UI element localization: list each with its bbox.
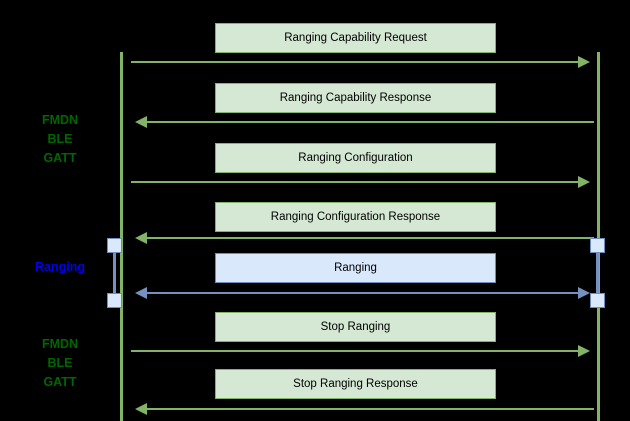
message-box-ranging-configuration: Ranging Configuration: [215, 143, 496, 173]
activation-box-left-start: [107, 238, 122, 253]
arrow-head-right-ranging-configuration: [578, 176, 590, 188]
activation-box-right-start: [590, 238, 605, 253]
arrow-head-left-ranging: [135, 287, 147, 299]
activation-box-left-end: [107, 293, 122, 308]
activation-bar-right: [596, 243, 599, 299]
arrow-line-ranging-configuration: [131, 181, 578, 183]
message-box-ranging-capability-request: Ranging Capability Request: [215, 23, 496, 53]
actor-label-fmdn-ble-gatt-bottom: FMDN BLE GATT: [41, 337, 79, 389]
actor-label-fmdn-ble-gatt-top: FMDN BLE GATT: [41, 113, 79, 165]
actor-label-ranging: Ranging: [35, 260, 85, 274]
message-box-ranging-capability-response: Ranging Capability Response: [215, 83, 496, 113]
arrow-line-ranging-capability-response: [147, 121, 594, 123]
arrow-head-left-ranging-configuration-response: [135, 232, 147, 244]
arrow-head-left-stop-ranging-response: [135, 403, 147, 415]
arrow-line-ranging-capability-request: [131, 61, 578, 63]
arrow-head-right-ranging-capability-request: [578, 56, 590, 68]
arrow-head-right-stop-ranging: [578, 345, 590, 357]
arrow-line-ranging-configuration-response: [147, 237, 594, 239]
arrow-head-right-ranging: [578, 287, 590, 299]
activation-box-right-end: [590, 293, 605, 308]
arrow-line-stop-ranging: [131, 350, 578, 352]
arrow-line-ranging: [147, 292, 579, 294]
message-box-ranging-configuration-response: Ranging Configuration Response: [215, 202, 496, 232]
lifeline-left: [120, 52, 123, 421]
lifeline-right: [597, 52, 600, 421]
arrow-line-stop-ranging-response: [147, 408, 594, 410]
message-box-ranging: Ranging: [215, 253, 496, 283]
message-box-stop-ranging-response: Stop Ranging Response: [215, 369, 496, 399]
message-box-stop-ranging: Stop Ranging: [215, 312, 496, 342]
activation-bar-left: [113, 243, 116, 299]
arrow-head-left-ranging-capability-response: [135, 116, 147, 128]
